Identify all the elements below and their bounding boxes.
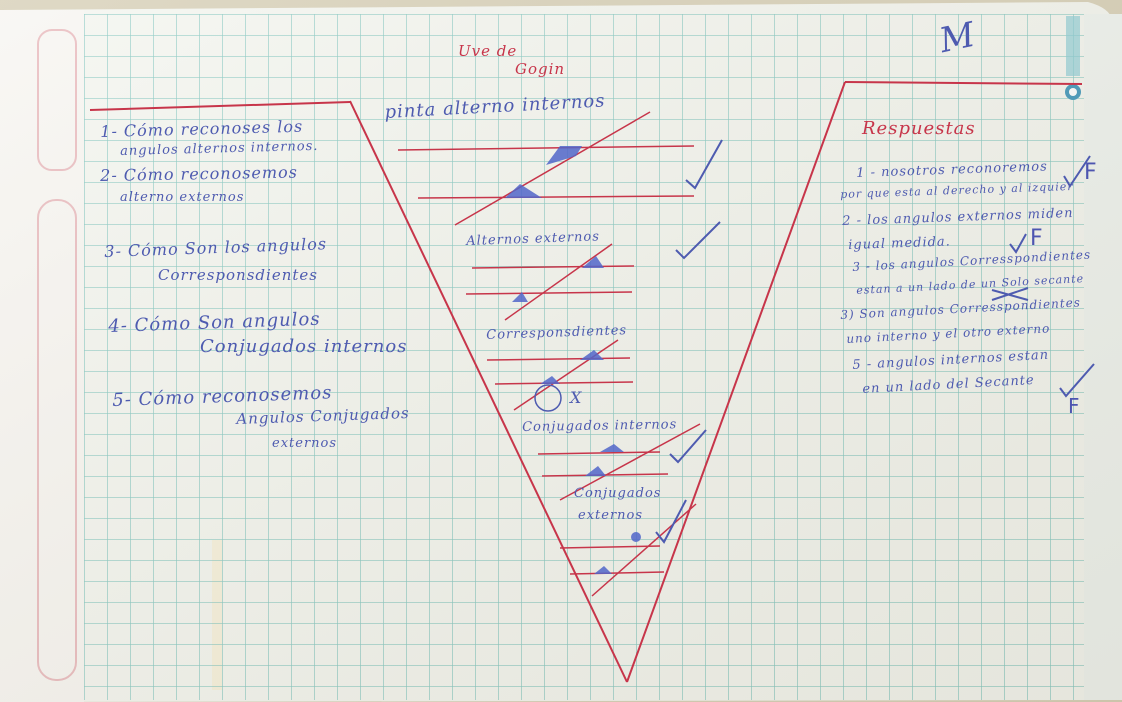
diagram-conjugados-externos [559, 499, 697, 597]
top-corner-mark: M [936, 14, 980, 62]
grade-mark-1: F [1084, 160, 1097, 185]
x-mark: X [570, 388, 583, 407]
diagram-alternos-internos [397, 111, 723, 226]
v-label-externos: externos [578, 508, 644, 523]
grade-mark-3: F [1068, 394, 1080, 418]
question-5-line-3: externos [272, 436, 338, 451]
v-right-side [626, 81, 846, 683]
grade-mark-2: F [1030, 226, 1043, 251]
question-3-line-2: Corresponsdientes [158, 266, 318, 284]
diagram-alternos-externos [465, 221, 721, 321]
title-line-1: Uve de [458, 42, 518, 60]
question-2-line-2: alterno externos [120, 190, 245, 205]
question-4-line-2: Conjugados internos [200, 336, 408, 357]
v-label-conjugados: Conjugados [574, 486, 662, 501]
title-line-2: Gogin [515, 60, 566, 78]
question-2-line-1: 2- Cómo reconosemos [100, 162, 299, 185]
v-label-conjugados-internos: Conjugados internos [522, 417, 678, 435]
diagram-correspondientes [486, 339, 634, 412]
answers-title: Respuestas [862, 118, 976, 139]
diagram-conjugados-internos [537, 423, 707, 501]
v-left-side [349, 100, 628, 683]
